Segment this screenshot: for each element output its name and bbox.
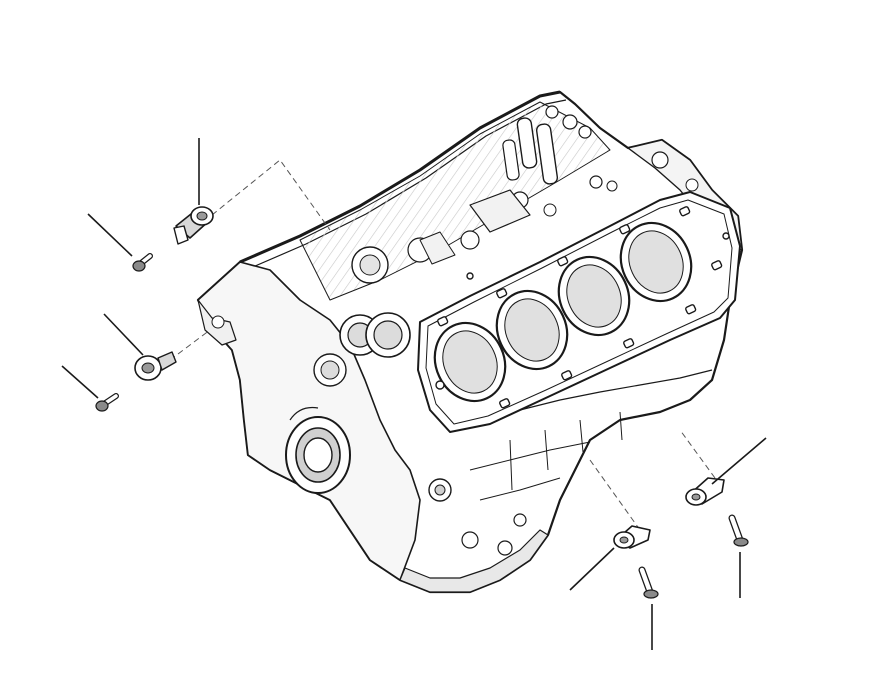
deck-ports	[435, 206, 730, 409]
assembly-lines	[169, 159, 716, 531]
knock-sensor-bottom-right	[685, 477, 725, 506]
cylinder-head-gasket-surface	[417, 191, 741, 433]
knock-sensor-upper-left	[173, 206, 214, 245]
callout-line-3	[103, 313, 144, 356]
callout-line-2	[87, 213, 133, 257]
knock-sensor-bottom-center	[613, 525, 651, 549]
callout-line-4	[61, 365, 99, 399]
callout-line-5	[569, 547, 615, 591]
rear-main-seal	[285, 406, 351, 494]
knock-sensor-bolt-upper-left	[132, 253, 153, 272]
callout-line-7	[711, 437, 767, 485]
valley-details	[419, 105, 618, 265]
cylinder-bores	[433, 221, 693, 403]
knock-sensor-bolt-bottom-center	[638, 566, 659, 599]
callout-lines	[61, 138, 767, 650]
knock-sensor-bolt-lower-left	[95, 393, 119, 412]
knock-sensor-bolt-bottom-right	[728, 514, 749, 547]
knock-sensor-lower-left	[134, 351, 177, 381]
